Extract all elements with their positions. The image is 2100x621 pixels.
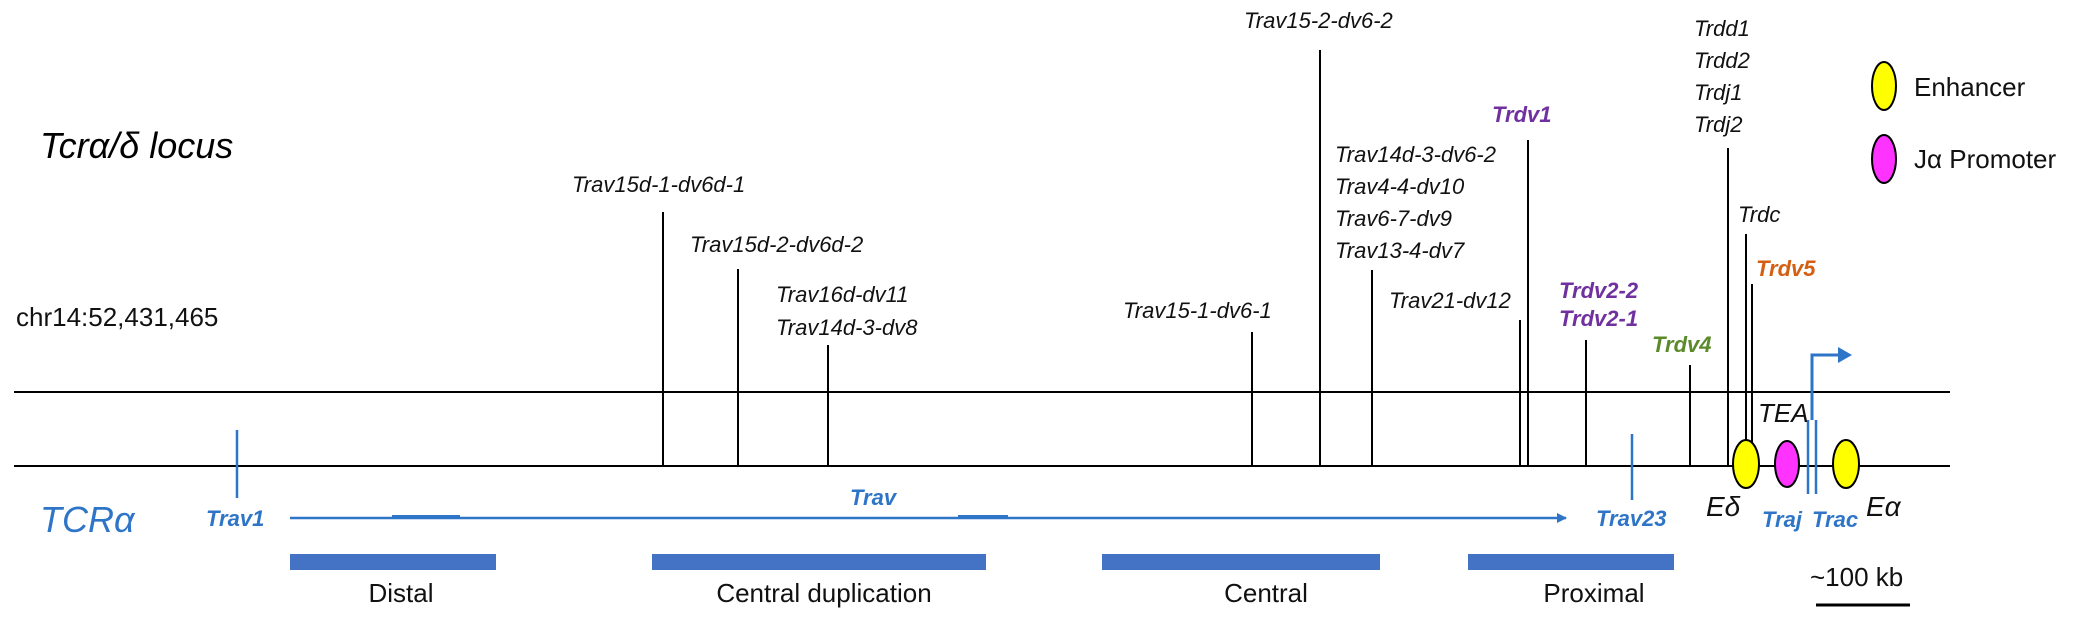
label-trdc: Trdc [1738,202,1780,227]
label-trdv2-1: Trdv2-1 [1559,306,1638,331]
label-trdv4: Trdv4 [1652,332,1712,357]
legend-promoter-swatch [1871,134,1897,184]
label-trav14d3-dv8: Trav14d-3-dv8 [776,315,918,340]
ealpha-enhancer-shape [1832,439,1860,489]
gene-ticks [662,50,1753,466]
label-trav21: Trav21-dv12 [1389,288,1511,313]
label-trav4-4: Trav4-4-dv10 [1335,174,1465,199]
label-traj: Traj [1762,507,1803,532]
region-bar-central [1102,554,1380,570]
region-bar-central-duplication [652,554,986,570]
label-trdd2: Trdd2 [1694,48,1750,73]
label-trav14d3-dv62: Trav14d-3-dv6-2 [1335,142,1496,167]
region-label-distal: Distal [368,578,433,608]
label-trav: Trav [850,485,898,510]
label-trdj2: Trdj2 [1694,112,1743,137]
label-trav15d2: Trav15d-2-dv6d-2 [690,232,863,257]
scale-label: ~100 kb [1810,562,1903,592]
label-trdv2-2: Trdv2-2 [1559,278,1639,303]
label-trav23: Trav23 [1596,506,1667,531]
ja-promoter-shape [1774,440,1800,488]
label-trdj1: Trdj1 [1694,80,1743,105]
locus-title: Tcrα/δ locus [40,125,233,166]
label-trav16d: Trav16d-dv11 [776,282,908,307]
label-trav1: Trav1 [206,506,264,531]
label-edelta: Eδ [1706,491,1741,522]
tea-promoter-arrow [1810,353,1840,420]
label-trav13-4: Trav13-4-dv7 [1335,238,1465,263]
label-trav15-2: Trav15-2-dv6-2 [1244,8,1393,33]
region-label-proximal: Proximal [1543,578,1644,608]
label-trav6-7: Trav6-7-dv9 [1335,206,1452,231]
region-label-central-duplication: Central duplication [716,578,931,608]
label-trdv5: Trdv5 [1756,256,1816,281]
tea-arrowhead [1838,347,1852,363]
label-ealpha: Eα [1866,491,1902,522]
legend-promoter-label: Jα Promoter [1914,144,2057,174]
label-trac: Trac [1812,507,1858,532]
legend: Enhancer Jα Promoter [1871,61,2057,184]
legend-enhancer-swatch [1871,61,1897,111]
label-trav15d1: Trav15d-1-dv6d-1 [572,172,745,197]
trav-ticks [235,420,1818,500]
region-label-central: Central [1224,578,1308,608]
label-trdv1: Trdv1 [1492,102,1552,127]
label-tea: TEA [1758,398,1809,428]
region-bar-proximal [1468,554,1674,570]
tcr-alpha-label: TCRα [40,499,136,540]
label-trav15-1: Trav15-1-dv6-1 [1123,298,1272,323]
edelta-enhancer-shape [1732,439,1760,489]
region-bar-distal [290,554,496,570]
legend-enhancer-label: Enhancer [1914,72,2026,102]
chromosome-coordinate: chr14:52,431,465 [16,302,218,332]
label-trdd1: Trdd1 [1694,16,1750,41]
